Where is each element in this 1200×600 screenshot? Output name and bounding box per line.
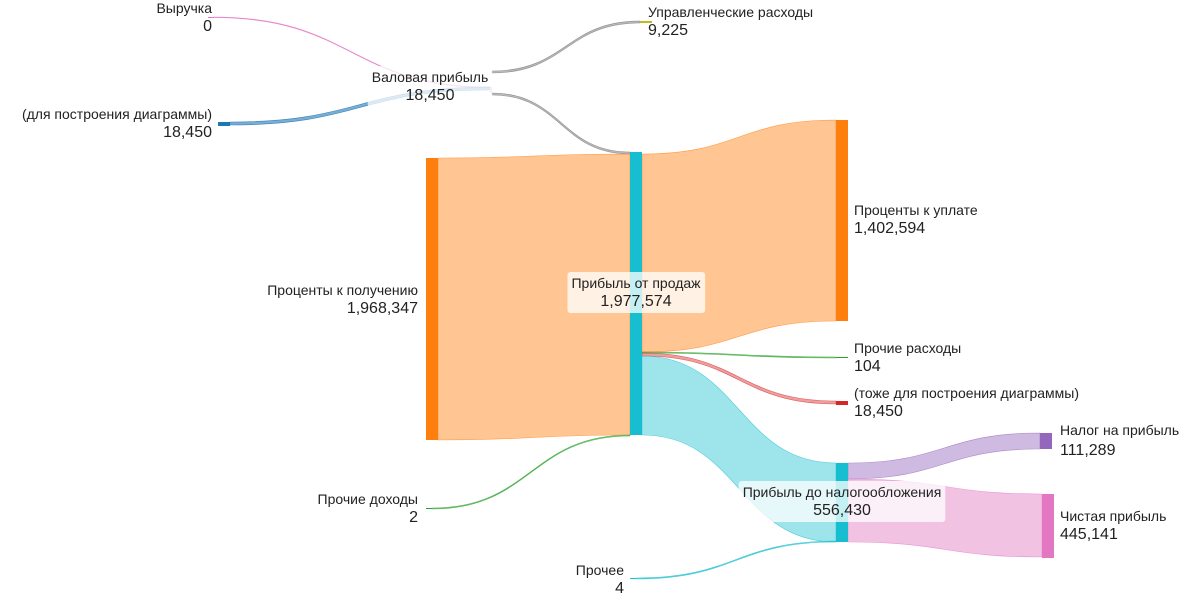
- node-other[interactable]: [630, 578, 636, 579]
- node-other_income[interactable]: [426, 508, 432, 509]
- node-value-net: 445,141: [1060, 526, 1118, 543]
- node-name-pretax: Прибыль до налогообложения: [743, 484, 942, 500]
- node-value-admin: 9,225: [648, 22, 688, 39]
- node-interest_out[interactable]: [836, 120, 848, 321]
- node-name-admin: Управленческие расходы: [648, 4, 813, 20]
- node-other_exp[interactable]: [836, 357, 848, 358]
- node-name-interest_in: Проценты к получению: [267, 282, 418, 298]
- label-bg-pretax: [738, 481, 946, 522]
- label-interest_out: Проценты к уплате 1,402,594: [854, 202, 978, 237]
- node-name-gross: Валовая прибыль: [372, 69, 489, 85]
- label-bg-gross: [367, 66, 493, 107]
- node-value-sales_profit: 1,977,574: [600, 293, 671, 310]
- label-admin: Управленческие расходы 9,225: [648, 4, 813, 39]
- node-net[interactable]: [1042, 494, 1054, 558]
- node-name-other: Прочее: [576, 562, 624, 578]
- node-value-helper2: 18,450: [854, 403, 903, 420]
- node-value-gross: 18,450: [406, 87, 455, 104]
- label-interest_in: Проценты к получению 1,968,347: [267, 282, 418, 317]
- node-value-interest_in: 1,968,347: [347, 300, 418, 317]
- node-value-pretax: 556,430: [813, 502, 871, 519]
- label-other_income: Прочие доходы 2: [318, 491, 419, 526]
- node-name-net: Чистая прибыль: [1060, 508, 1166, 524]
- label-revenue: Выручка 0: [156, 0, 212, 35]
- node-name-interest_out: Проценты к уплате: [854, 202, 978, 218]
- link-other_income-to-sales_profit[interactable]: [431, 434, 631, 510]
- link-gross-to-sales_profit[interactable]: [491, 92, 631, 155]
- node-name-sales_profit: Прибыль от продаж: [571, 275, 701, 291]
- node-name-other_exp: Прочие расходы: [854, 340, 961, 356]
- node-revenue[interactable]: [208, 17, 214, 18]
- node-name-other_income: Прочие доходы: [318, 491, 418, 507]
- node-interest_in[interactable]: [426, 158, 438, 440]
- link-gross-to-admin[interactable]: [491, 20, 641, 74]
- label-pretax: Прибыль до налогообложения 556,430: [738, 481, 946, 522]
- link-pretax-to-tax[interactable]: [847, 432, 1041, 480]
- link-sales_profit-to-interest_out[interactable]: [641, 119, 837, 353]
- node-value-other_income: 2: [409, 509, 418, 526]
- node-value-interest_out: 1,402,594: [854, 220, 925, 237]
- link-other-to-pretax[interactable]: [635, 540, 837, 580]
- label-other: Прочее 4: [576, 562, 624, 597]
- node-value-other: 4: [615, 580, 624, 597]
- node-name-tax: Налог на прибыль: [1060, 422, 1179, 438]
- label-net: Чистая прибыль 445,141: [1060, 508, 1166, 543]
- node-value-tax: 111,289: [1060, 442, 1116, 459]
- label-helper1: (для построения диаграммы) 18,450: [22, 106, 212, 141]
- node-name-helper1: (для построения диаграммы): [22, 106, 212, 122]
- node-name-revenue: Выручка: [156, 0, 212, 16]
- node-helper1[interactable]: [218, 122, 230, 126]
- label-gross: Валовая прибыль 18,450: [367, 66, 493, 107]
- node-value-other_exp: 104: [854, 358, 881, 375]
- label-helper2: (тоже для построения диаграммы) 18,450: [854, 385, 1079, 420]
- node-name-helper2: (тоже для построения диаграммы): [854, 385, 1079, 401]
- label-sales_profit: Прибыль от продаж 1,977,574: [567, 272, 706, 313]
- label-tax: Налог на прибыль 111,289: [1060, 422, 1179, 459]
- node-value-helper1: 18,450: [163, 124, 212, 141]
- node-tax[interactable]: [1040, 433, 1052, 449]
- label-other_exp: Прочие расходы 104: [854, 340, 961, 375]
- sankey-labels: Выручка 0 (для построения диаграммы) 18,450…: [22, 0, 1179, 597]
- node-value-revenue: 0: [203, 18, 212, 35]
- node-admin[interactable]: [640, 21, 652, 23]
- label-bg-sales_profit: [567, 272, 706, 313]
- node-helper2[interactable]: [836, 401, 848, 405]
